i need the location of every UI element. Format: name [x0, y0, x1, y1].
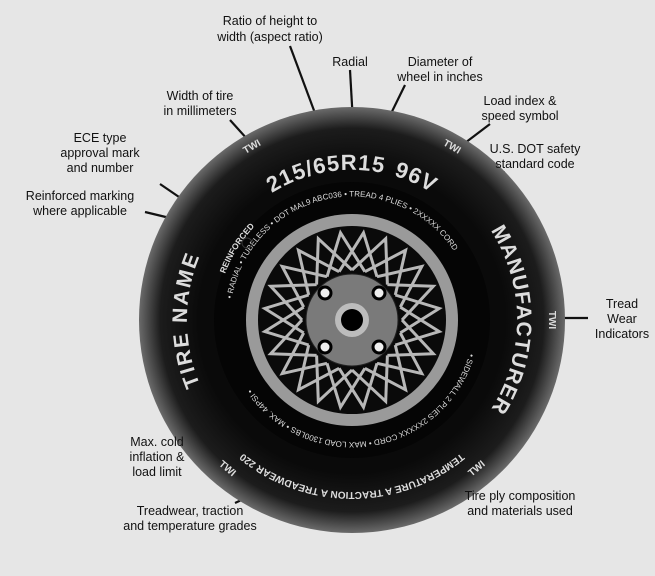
center-bore	[341, 309, 363, 331]
lug-nuts	[317, 285, 387, 355]
wheel-spokes	[261, 229, 443, 411]
spoke-lattice	[261, 229, 443, 411]
twi-marker: TWI	[546, 311, 557, 330]
label-radial: Radial	[332, 55, 367, 69]
ece-mark	[241, 237, 253, 249]
label-load-index: Load index &speed symbol	[481, 94, 558, 123]
